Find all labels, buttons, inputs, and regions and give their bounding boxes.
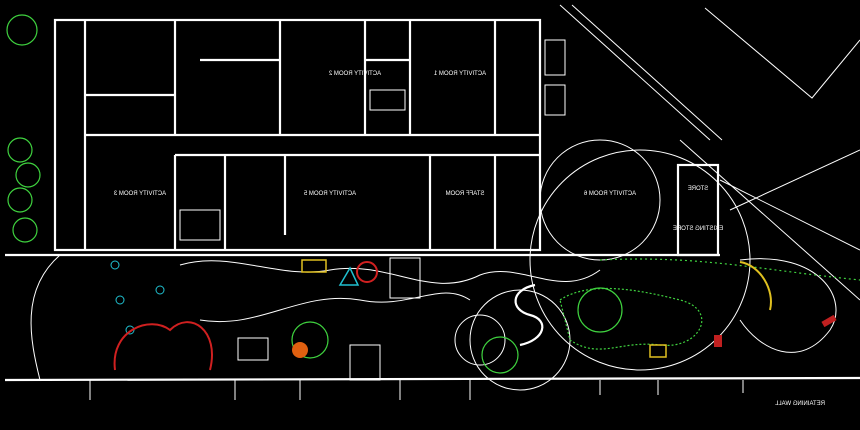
room-label: ACTIVITY ROOM 1 [433, 71, 486, 77]
room-label: ACTIVITY ROOM 3 [113, 191, 166, 197]
outdoor-paths [30, 39, 837, 391]
room-label: ACTIVITY ROOM 5 [303, 191, 356, 197]
play-equipment [113, 259, 837, 371]
planting [6, 14, 860, 374]
building-walls [4, 18, 860, 382]
room-label: ACTIVITY ROOM 2 [328, 71, 381, 77]
room-label: EXISTING STORE [673, 226, 723, 232]
room-label: STAFF ROOM [446, 191, 485, 197]
retaining-wall-label: RETAINING WALL [774, 401, 825, 407]
callout-leaders [89, 380, 744, 400]
road-lines [559, 4, 860, 301]
room-label: STORE [688, 186, 709, 192]
room-label: ACTIVITY ROOM 6 [583, 191, 636, 197]
